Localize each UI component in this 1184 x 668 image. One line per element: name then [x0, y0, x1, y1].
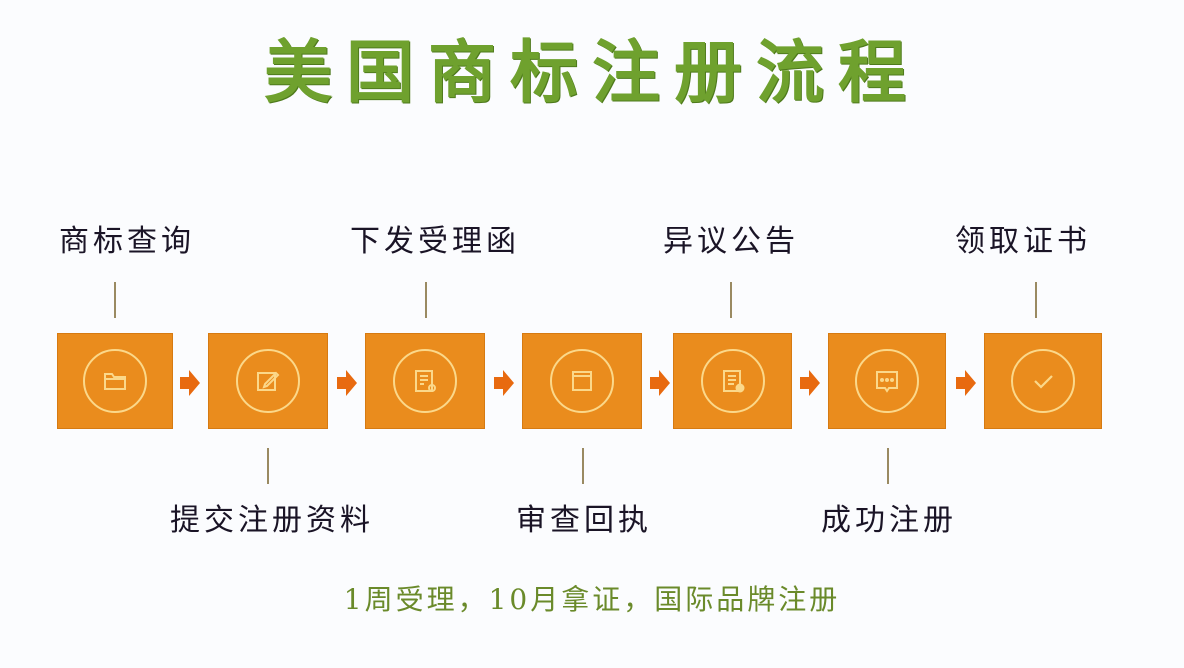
ring — [83, 349, 147, 413]
arrow-icon — [337, 370, 357, 396]
ring — [393, 349, 457, 413]
step-label-7: 领取证书 — [955, 224, 1091, 259]
connector-line — [887, 448, 889, 484]
step-box-6 — [828, 333, 946, 429]
step-label-4: 审查回执 — [516, 503, 652, 538]
step-label-2: 提交注册资料 — [170, 503, 374, 538]
footer-tagline: 1周受理，10月拿证，国际品牌注册 — [343, 583, 841, 616]
step-box-3 — [365, 333, 485, 429]
connector-line — [114, 282, 116, 318]
arrow-icon — [650, 370, 670, 396]
step-box-5 — [673, 333, 792, 429]
ring — [236, 349, 300, 413]
connector-line — [267, 448, 269, 484]
arrow-icon — [494, 370, 514, 396]
check-icon — [1034, 375, 1053, 389]
document-search-icon — [415, 370, 436, 392]
ring — [550, 349, 614, 413]
step-label-5: 异议公告 — [663, 224, 799, 259]
edit-icon — [257, 371, 280, 391]
step-label-3: 下发受理函 — [350, 224, 520, 259]
connector-line — [730, 282, 732, 318]
ring — [855, 349, 919, 413]
folder-icon — [104, 373, 126, 390]
step-box-2 — [208, 333, 328, 429]
chat-icon — [876, 371, 898, 393]
page-title: 美国商标注册流程 — [263, 33, 920, 113]
arrow-icon — [800, 370, 820, 396]
step-box-4 — [522, 333, 642, 429]
connector-line — [425, 282, 427, 318]
ring — [1011, 349, 1075, 413]
step-label-6: 成功注册 — [821, 503, 957, 538]
step-label-1: 商标查询 — [59, 224, 195, 259]
step-box-7 — [984, 333, 1102, 429]
connector-line — [582, 448, 584, 484]
ring — [700, 349, 765, 413]
arrow-icon — [956, 370, 976, 396]
arrow-icon — [180, 370, 200, 396]
connector-line — [1035, 282, 1037, 318]
window-icon — [572, 371, 592, 391]
certificate-icon — [722, 370, 744, 393]
step-box-1 — [57, 333, 173, 429]
